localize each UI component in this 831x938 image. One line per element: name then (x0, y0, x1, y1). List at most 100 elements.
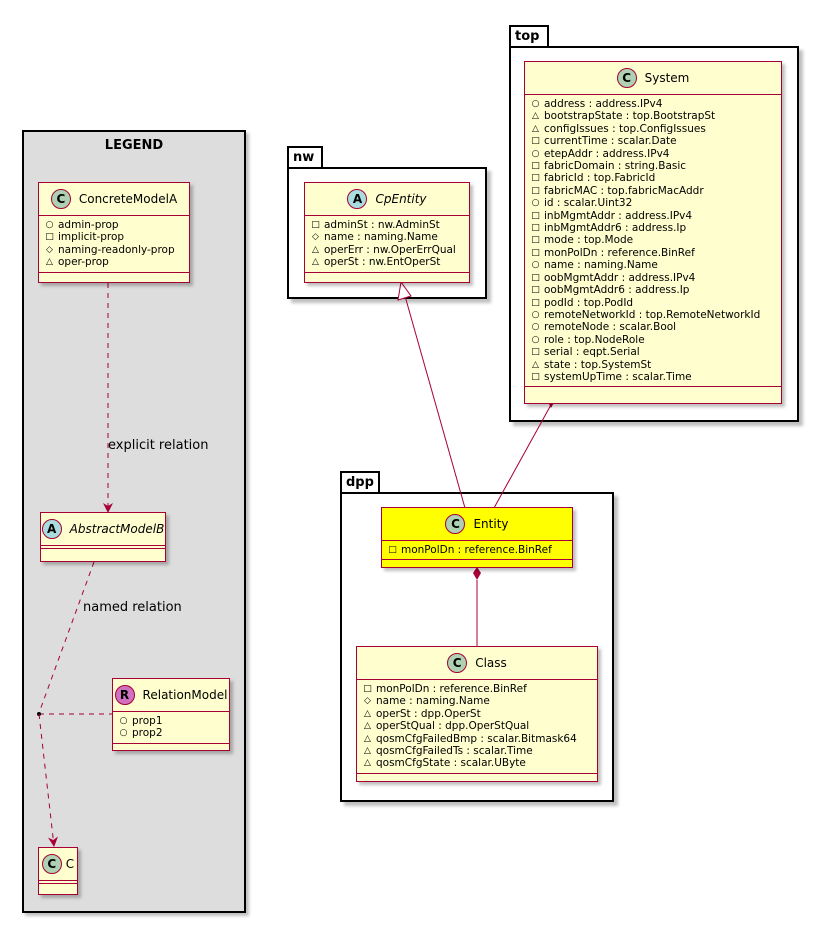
attribute-row: ○name : naming.Name (531, 259, 775, 271)
private-visibility-icon: □ (531, 285, 540, 296)
attribute-row: □ currentTime : scalar.Date (531, 135, 775, 147)
method-list (41, 549, 165, 555)
class-concrete-model-a[interactable]: C ConcreteModelA ○admin-prop □implicit-p… (38, 182, 190, 283)
protected-visibility-icon: ◇ (46, 244, 53, 255)
attribute-text: monPolDn : reference.BinRef (544, 246, 695, 259)
class-header: R RelationModel (113, 679, 229, 712)
private-visibility-icon: □ (531, 136, 540, 147)
class-stereotype-icon: C (41, 854, 62, 874)
class-stereotype-icon: R (114, 685, 135, 705)
attribute-text: oper-prop (58, 256, 109, 269)
attribute-row: △operStQual : dpp.OperStQual (363, 720, 591, 732)
attribute-row: ○remoteNode : scalar.Bool (531, 321, 775, 333)
inheritance-line (404, 295, 466, 509)
class-cpentity[interactable]: A CpEntity □adminSt : nw.AdminSt ◇name :… (304, 182, 470, 283)
attribute-row: △ state : top.SystemSt (531, 359, 775, 371)
class-name: CpEntity (375, 192, 427, 206)
class-abstract-model-b[interactable]: A AbstractModelB (40, 512, 166, 562)
attribute-text: naming-readonly-prop (58, 243, 175, 256)
package-visibility-icon: △ (312, 244, 319, 255)
private-visibility-icon: □ (311, 220, 320, 230)
attribute-text: oobMgmtAddr6 : address.Ip (544, 284, 690, 297)
attribute-row: □ oobMgmtAddr6 : address.Ip (531, 284, 775, 296)
attribute-text: role : top.NodeRole (544, 333, 645, 346)
class-header: C C (39, 848, 77, 881)
public-visibility-icon: ○ (119, 728, 128, 739)
entity-composition-diamond (473, 567, 481, 580)
attribute-text: adminSt : nw.AdminSt (324, 219, 440, 231)
method-list (39, 884, 77, 890)
private-visibility-icon: □ (531, 371, 540, 382)
class-entity[interactable]: C Entity □monPolDn : reference.BinRef (381, 507, 573, 568)
attribute-text: currentTime : scalar.Date (544, 135, 677, 148)
inheritance-arrowhead (397, 280, 412, 301)
public-visibility-icon: ○ (45, 220, 54, 230)
method-list (382, 560, 572, 566)
method-list (525, 387, 781, 393)
attribute-text: inbMgmtAddr : address.IPv4 (544, 209, 693, 222)
private-visibility-icon: □ (531, 210, 540, 221)
relation-target-line (38, 713, 58, 847)
attribute-row: ○address : address.IPv4 (531, 98, 775, 110)
class-c[interactable]: C C (38, 847, 78, 895)
public-visibility-icon: ○ (531, 334, 540, 345)
class-system[interactable]: C System ○address : address.IPv4△bootstr… (524, 61, 782, 404)
attribute-text: fabricMAC : top.fabricMacAddr (544, 184, 704, 197)
attribute-text: monPolDn : reference.BinRef (401, 544, 552, 556)
class-name: RelationModel (142, 688, 228, 702)
attribute-row: ○remoteNetworkId : top.RemoteNetworkId (531, 309, 775, 321)
attribute-row: ○prop1 (119, 715, 223, 727)
attribute-text: qosmCfgFailedBmp : scalar.Bitmask64 (376, 732, 577, 745)
private-visibility-icon: □ (531, 247, 540, 258)
attribute-row: □fabricMAC : top.fabricMacAddr (531, 185, 775, 197)
package-visibility-icon: △ (312, 257, 319, 268)
attribute-row: △bootstrapState : top.BootstrapSt (531, 110, 775, 122)
attribute-text: name : naming.Name (324, 231, 438, 244)
class-stereotype-icon: A (41, 519, 62, 539)
attribute-row: □systemUpTime : scalar.Time (531, 371, 775, 383)
attribute-text: inbMgmtAddr6 : address.Ip (544, 222, 687, 235)
package-visibility-icon: △ (364, 721, 371, 732)
attribute-row: □fabricDomain : string.Basic (531, 160, 775, 172)
class-relation-model[interactable]: R RelationModel ○prop1 ○prop2 (112, 678, 230, 751)
public-visibility-icon: ○ (531, 198, 540, 209)
private-visibility-icon: □ (45, 232, 54, 243)
system-entity-composition-line (493, 402, 553, 509)
class-stereotype-icon: C (616, 68, 637, 88)
attribute-row: □ adminSt : nw.AdminSt (311, 219, 463, 231)
attribute-text: id : scalar.Uint32 (544, 197, 633, 210)
package-visibility-icon: △ (46, 257, 53, 268)
class-name: Entity (473, 517, 509, 531)
package-tab-dpp: dpp (340, 471, 380, 493)
class-name: ConcreteModelA (78, 192, 178, 206)
class-header: C ConcreteModelA (39, 183, 189, 216)
private-visibility-icon: □ (531, 173, 540, 184)
attribute-row: □oobMgmtAddr : address.IPv4 (531, 272, 775, 284)
attribute-row: □ inbMgmtAddr : address.IPv4 (531, 210, 775, 222)
class-class[interactable]: C Class □monPolDn : reference.BinRef◇nam… (356, 646, 598, 782)
package-tab-top: top (509, 25, 549, 47)
class-stereotype-icon: C (445, 514, 466, 534)
attribute-text: implicit-prop (58, 231, 125, 244)
class-name: Class (475, 656, 507, 670)
attribute-row: ○ role : top.NodeRole (531, 334, 775, 346)
legend-title: LEGEND (104, 138, 164, 153)
attribute-row: □ implicit-prop (45, 231, 183, 243)
method-list (113, 744, 229, 750)
attribute-text: operSt : dpp.OperSt (376, 707, 481, 720)
package-visibility-icon: △ (364, 746, 371, 757)
attribute-list (41, 546, 165, 549)
attribute-row: ○prop2 (119, 727, 223, 739)
attribute-text: configIssues : top.ConfigIssues (544, 122, 706, 135)
attribute-text: state : top.SystemSt (544, 358, 652, 371)
attribute-row: ○etepAddr : address.IPv4 (531, 148, 775, 160)
attribute-row: □fabricId : top.FabricId (531, 172, 775, 184)
private-visibility-icon: □ (531, 272, 540, 283)
package-visibility-icon: △ (532, 111, 539, 122)
public-visibility-icon: ○ (119, 716, 128, 726)
attribute-row: ◇name : naming.Name (311, 231, 463, 243)
package-visibility-icon: △ (532, 359, 539, 370)
attribute-row: □monPolDn : reference.BinRef (388, 544, 566, 556)
public-visibility-icon: ○ (531, 322, 540, 333)
attribute-list: ○admin-prop □implicit-prop ◇naming-reado… (39, 216, 189, 273)
